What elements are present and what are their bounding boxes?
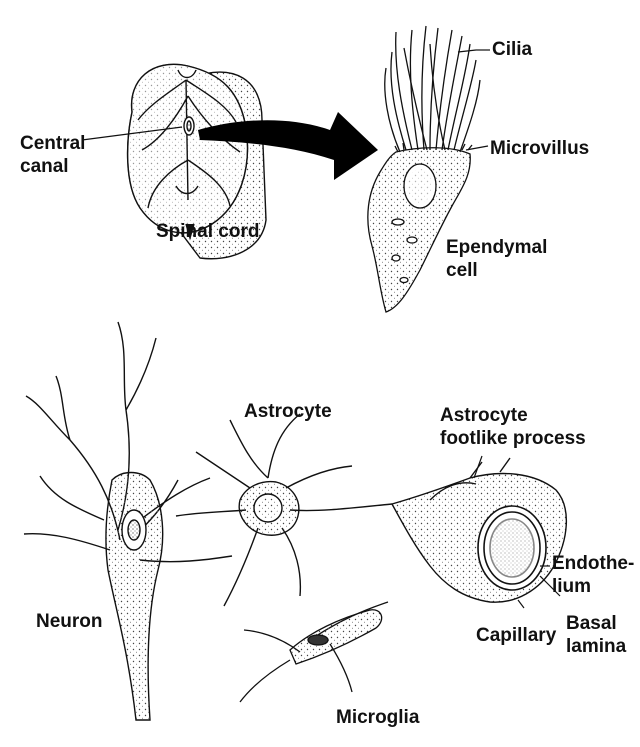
label-basal-lamina: Basal lamina xyxy=(566,612,626,658)
label-footlike-line2: footlike process xyxy=(440,427,586,450)
label-microvillus: Microvillus xyxy=(490,137,589,160)
label-ependymal-cell: Ependymal cell xyxy=(446,236,547,282)
capillary-drawing xyxy=(478,506,546,590)
neuron-drawing xyxy=(24,322,232,720)
label-microglia: Microglia xyxy=(336,706,419,729)
label-spinal-cord: Spinal cord xyxy=(156,220,259,243)
label-endothelium: Endothe- lium xyxy=(552,552,634,598)
label-capillary: Capillary xyxy=(476,624,556,647)
astrocyte-drawing xyxy=(176,414,392,606)
label-neuron: Neuron xyxy=(36,610,103,633)
label-basal-line1: Basal xyxy=(566,612,626,635)
label-endothelium-line1: Endothe- xyxy=(552,552,634,575)
label-ependymal-line1: Ependymal xyxy=(446,236,547,259)
cilia-strands xyxy=(385,26,480,152)
label-central-canal-line2: canal xyxy=(20,155,85,178)
label-footlike-line1: Astrocyte xyxy=(440,404,586,427)
label-astrocyte-footlike-process: Astrocyte footlike process xyxy=(440,404,586,450)
label-central-canal-line1: Central xyxy=(20,132,85,155)
label-ependymal-line2: cell xyxy=(446,259,547,282)
label-astrocyte: Astrocyte xyxy=(244,400,332,423)
microglia-drawing xyxy=(240,602,388,702)
label-cilia: Cilia xyxy=(492,38,532,61)
label-central-canal: Central canal xyxy=(20,132,85,178)
label-endothelium-line2: lium xyxy=(552,575,634,598)
label-basal-line2: lamina xyxy=(566,635,626,658)
